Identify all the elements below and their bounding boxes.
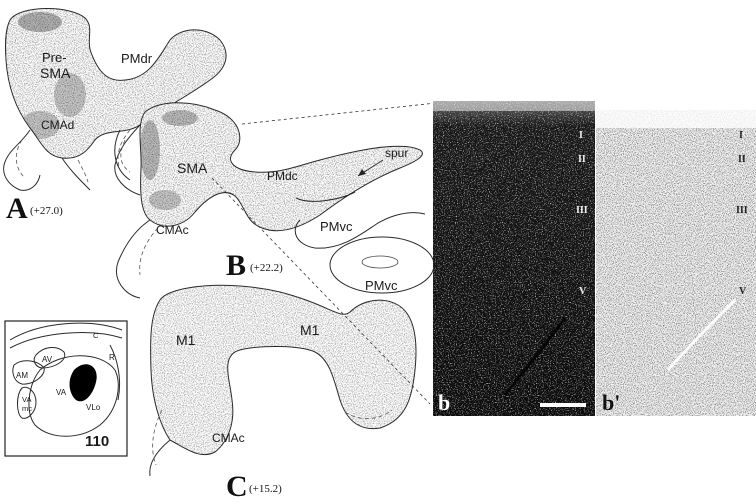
label-m1-right: M1 xyxy=(300,322,320,338)
label-pmdc: PMdc xyxy=(267,169,298,183)
inset-number: 110 xyxy=(85,433,109,450)
photo-b-layer-1: I xyxy=(579,130,583,141)
section-a-coord: (+27.0) xyxy=(30,205,63,217)
guide-line-bottom xyxy=(211,177,431,405)
label-vlo: VLo xyxy=(86,403,101,412)
section-c-letter: C xyxy=(226,470,248,503)
label-m1-left: M1 xyxy=(176,332,196,348)
guide-line-top xyxy=(241,102,437,125)
section-c-outline xyxy=(150,284,417,456)
label-spur: spur xyxy=(385,146,408,160)
section-c-coord: (+15.2) xyxy=(249,483,282,495)
injection-lesion xyxy=(69,364,97,402)
label-cmac-b: CMAc xyxy=(156,223,189,237)
photo-b-layer-2: II xyxy=(578,154,586,165)
photo-b-prime: I II III V b' xyxy=(596,110,756,416)
label-sma-a: SMA xyxy=(40,65,71,81)
label-pmdr: PMdr xyxy=(121,51,153,66)
photo-b-label: b xyxy=(438,390,450,415)
photo-b-layer-3: III xyxy=(576,205,588,216)
photo-bp-layer-3: III xyxy=(736,205,748,216)
label-av: AV xyxy=(42,355,53,364)
section-c: M1 M1 CMAc C (+15.2) xyxy=(149,284,417,503)
inset-frame xyxy=(4,320,128,457)
label-am: AM xyxy=(16,371,28,380)
photo-bp-layer-1: I xyxy=(739,130,743,141)
label-r: R xyxy=(109,353,115,362)
label-pmvc-1: PMvc xyxy=(320,219,353,234)
label-pmvc-2: PMvc xyxy=(365,278,398,293)
section-b-outline xyxy=(139,102,423,232)
thalamus-inset: AV AM VA VLo VA mc C R 110 xyxy=(4,320,128,457)
label-cmac-c: CMAc xyxy=(212,431,245,445)
photo-bp-layer-5: V xyxy=(739,286,747,297)
label-vamc: VA mc xyxy=(22,395,33,413)
label-cmad: CMAd xyxy=(41,118,74,132)
section-a-letter: A xyxy=(6,192,28,225)
scale-bar xyxy=(540,403,586,407)
photo-b-prime-label: b' xyxy=(602,390,620,415)
label-c: C xyxy=(93,331,99,340)
photo-bp-layer-2: II xyxy=(738,154,746,165)
nucleus-av xyxy=(33,347,66,369)
label-va: VA xyxy=(56,388,67,397)
label-pre: Pre- xyxy=(42,50,67,65)
photo-b-layer-5: V xyxy=(579,286,587,297)
spur-arrowhead xyxy=(358,169,366,176)
label-sma-b: SMA xyxy=(177,160,208,176)
photo-b: I II III V b xyxy=(433,101,595,416)
nucleus-vamc xyxy=(17,386,37,419)
section-b-letter: B xyxy=(226,249,246,282)
nucleus-am xyxy=(12,360,45,385)
section-b-coord: (+22.2) xyxy=(250,262,283,274)
section-b: SMA PMdc spur PMvc PMvc CMAc B (+22.2) xyxy=(114,102,435,299)
section-a-outline xyxy=(5,8,227,159)
